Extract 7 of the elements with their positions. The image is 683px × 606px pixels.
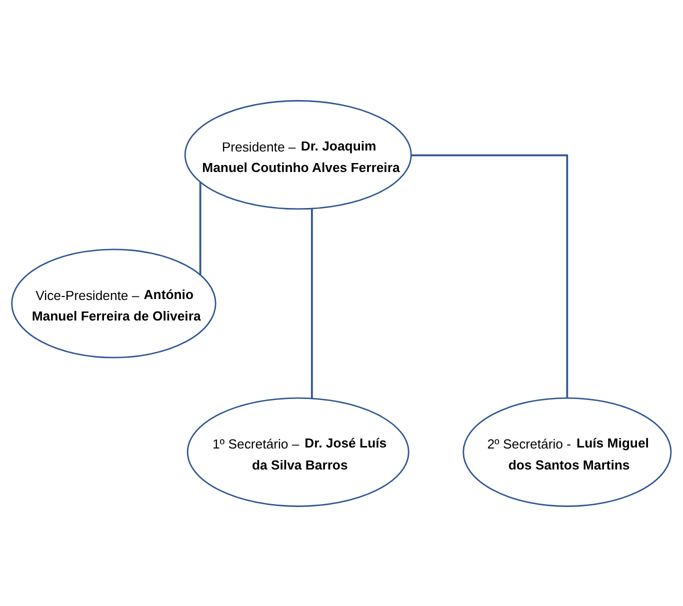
connector bbox=[411, 154, 568, 398]
node-ellipse: 2º Secretário - Luís Miguel dos Santos Martins bbox=[462, 396, 672, 506]
connector bbox=[199, 182, 202, 274]
node-ellipse: Presidente – Dr. Joaquim Manuel Coutinho Alves Ferreira bbox=[184, 100, 412, 210]
connector bbox=[310, 208, 313, 398]
node-ellipse: Vice-Presidente – António Manuel Ferreira de Oliveira bbox=[11, 248, 216, 358]
node-ellipse: 1º Secretário – Dr. José Luís da Silva Barros bbox=[186, 396, 410, 506]
